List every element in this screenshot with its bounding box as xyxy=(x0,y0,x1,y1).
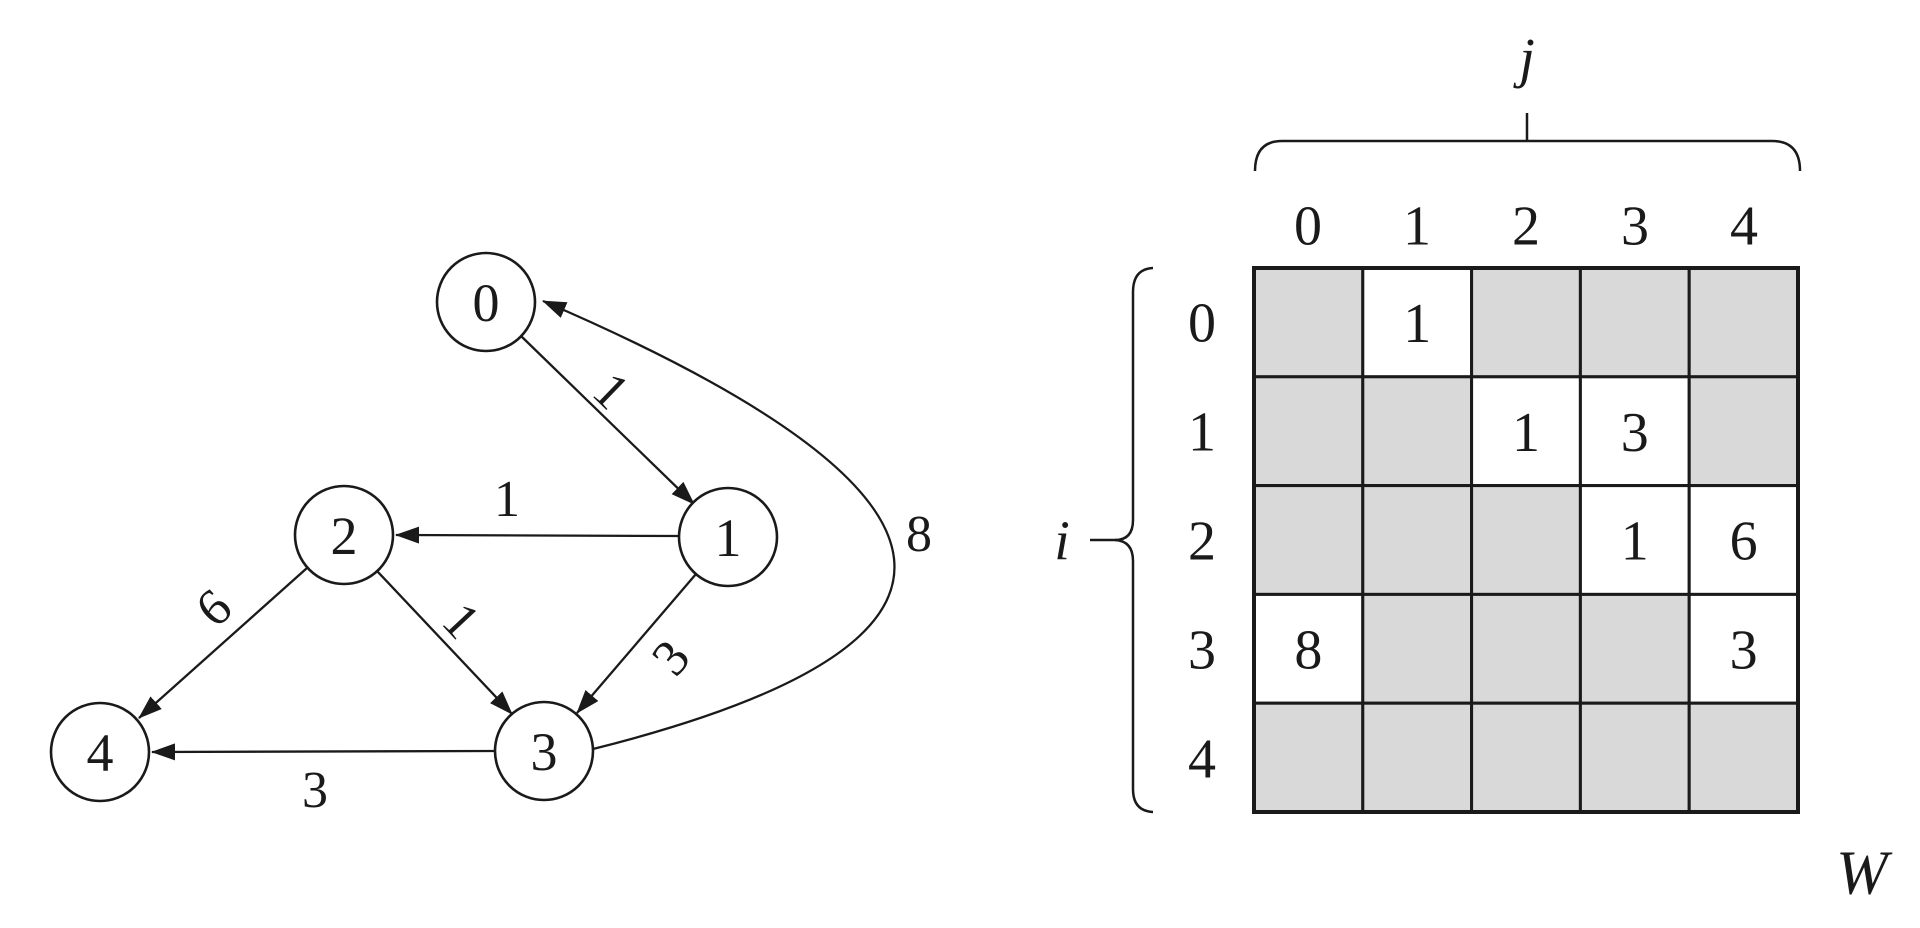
matrix-cell-value-1-2: 1 xyxy=(1512,402,1540,464)
matrix-row-header-2: 2 xyxy=(1188,511,1216,573)
edge-weight-label-2-3: 1 xyxy=(431,592,490,650)
matrix-cell-2-2 xyxy=(1470,484,1582,596)
graph-node-4 xyxy=(49,701,151,803)
matrix-cell-1-0 xyxy=(1252,375,1365,488)
graph-node-label-0: 0 xyxy=(473,273,500,333)
graph-node-3 xyxy=(493,700,595,802)
matrix-cell-1-3 xyxy=(1578,375,1691,488)
matrix-cell-value-2-3: 1 xyxy=(1621,511,1649,573)
col-brace xyxy=(1253,139,1802,172)
matrix-cell-value-3-4: 3 xyxy=(1730,619,1758,681)
graph-edge-0-1 xyxy=(520,335,695,505)
matrix-row-header-3: 3 xyxy=(1188,620,1216,682)
graph-edge-2-4 xyxy=(138,567,308,719)
matrix-cell-0-4 xyxy=(1687,266,1800,379)
matrix-cell-4-0 xyxy=(1252,701,1365,814)
graph-node-1 xyxy=(677,486,779,588)
edge-weight-label-0-1: 1 xyxy=(582,362,640,421)
weight-matrix: 1 1 3 1 6 8 3 0 1 2 3 4 0 1 2 3 4 j i W xyxy=(1054,28,1893,908)
matrix-cell-0-0 xyxy=(1252,266,1365,379)
matrix-grid: 1 1 3 1 6 8 3 xyxy=(1252,266,1800,814)
graph-node-label-1: 1 xyxy=(715,508,742,568)
matrix-cell-1-1 xyxy=(1361,375,1474,488)
matrix-cell-3-2 xyxy=(1470,592,1582,705)
edge-weight-label-1-3: 3 xyxy=(641,630,701,687)
matrix-cell-1-4 xyxy=(1687,375,1800,488)
matrix-row-header-4: 4 xyxy=(1188,729,1216,791)
graph-edge-1-3 xyxy=(576,573,697,714)
graph-diagram: 1 1 3 1 6 3 8 0 1 2 3 4 xyxy=(49,251,932,819)
graph-edge-3-0 xyxy=(542,299,896,751)
graph-edge-3-4 xyxy=(151,743,496,761)
matrix-col-header-2: 2 xyxy=(1512,196,1540,258)
graph-edge-1-2 xyxy=(395,526,680,544)
matrix-cell-4-2 xyxy=(1470,701,1582,814)
matrix-col-header-4: 4 xyxy=(1730,196,1758,258)
graph-node-2 xyxy=(293,484,395,586)
edge-weight-label-3-0: 8 xyxy=(906,506,932,563)
graph-node-label-4: 4 xyxy=(87,723,114,783)
matrix-cell-4-3 xyxy=(1578,701,1691,814)
row-brace xyxy=(1114,266,1154,814)
row-axis-label-i: i xyxy=(1054,511,1070,573)
matrix-col-header-0: 0 xyxy=(1294,196,1322,258)
matrix-cell-value-3-0: 8 xyxy=(1294,619,1322,681)
matrix-col-header-3: 3 xyxy=(1621,196,1649,258)
matrix-cell-3-3 xyxy=(1578,592,1691,705)
matrix-name-label-w: W xyxy=(1836,840,1893,908)
edge-weight-label-1-2: 1 xyxy=(494,471,520,528)
matrix-row-header-1: 1 xyxy=(1188,402,1216,464)
graph-node-label-3: 3 xyxy=(531,722,558,782)
matrix-row-header-0: 0 xyxy=(1188,293,1216,355)
matrix-cell-2-0 xyxy=(1252,484,1365,596)
edge-weight-label-2-4: 6 xyxy=(185,578,242,638)
matrix-grid-border xyxy=(1252,266,1800,814)
matrix-col-header-1: 1 xyxy=(1403,196,1431,258)
matrix-cell-value-1-3: 3 xyxy=(1621,402,1649,464)
graph-node-0 xyxy=(435,251,537,353)
col-axis-label-j: j xyxy=(1513,28,1535,90)
matrix-cell-3-4 xyxy=(1687,592,1800,705)
graph-node-label-2: 2 xyxy=(331,506,358,566)
matrix-cell-2-1 xyxy=(1361,484,1474,596)
matrix-cell-3-1 xyxy=(1361,592,1474,705)
graph-edge-2-3 xyxy=(376,570,513,715)
matrix-cell-4-1 xyxy=(1361,701,1474,814)
matrix-cell-0-1 xyxy=(1361,266,1474,379)
matrix-cell-value-0-1: 1 xyxy=(1403,293,1431,355)
matrix-cell-0-3 xyxy=(1578,266,1691,379)
matrix-cell-value-2-4: 6 xyxy=(1730,511,1758,573)
matrix-cell-4-4 xyxy=(1687,701,1800,814)
matrix-cell-0-2 xyxy=(1470,266,1582,379)
edge-weight-label-3-4: 3 xyxy=(302,762,328,819)
